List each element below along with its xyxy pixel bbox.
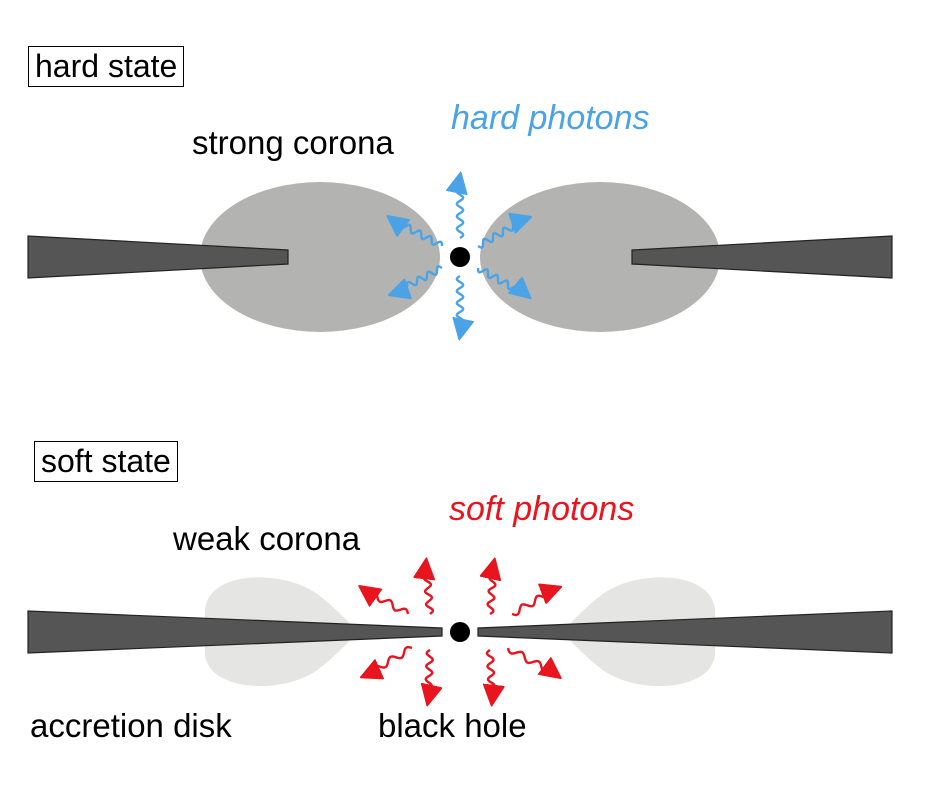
- accretion-disk-label: accretion disk: [30, 707, 232, 744]
- hard-photon-arrow-2: [457, 274, 463, 336]
- accretion-disk-soft-left: [27, 610, 443, 654]
- hard-state-label: hard state: [28, 46, 185, 87]
- weak-corona-label: weak corona: [173, 520, 361, 557]
- soft-state-label: soft state: [34, 441, 178, 482]
- soft-photon-arrow-6: [364, 646, 413, 676]
- hard-photon-arrow-6: [476, 267, 528, 296]
- hard-photons-label: hard photons: [451, 99, 650, 137]
- hard-photon-arrow-4: [392, 265, 443, 294]
- strong-corona-label: strong corona: [192, 124, 394, 161]
- hard-photon-arrow-3: [390, 218, 444, 247]
- soft-photon-arrow-1: [424, 562, 433, 615]
- hard-state-panel: [27, 176, 893, 336]
- soft-state-panel: [27, 562, 893, 702]
- soft-photon-arrow-2: [488, 562, 497, 616]
- black-hole-soft: [450, 622, 470, 642]
- accretion-disk-hard-right: [631, 235, 893, 279]
- accretion-disk-hard-left: [27, 235, 289, 279]
- soft-photon-arrow-3: [425, 648, 433, 702]
- accretion-disk-soft-right: [477, 610, 893, 654]
- soft-photon-arrows: [362, 562, 558, 702]
- hard-photon-arrow-1: [457, 176, 463, 240]
- soft-photon-arrow-5: [362, 588, 410, 615]
- soft-photon-arrow-8: [506, 647, 558, 676]
- black-hole-hard: [450, 247, 470, 267]
- soft-photons-label: soft photons: [449, 490, 635, 528]
- strong-corona-right: [480, 182, 720, 332]
- hard-photon-arrow-5: [477, 218, 528, 249]
- soft-photon-arrow-7: [511, 588, 558, 617]
- strong-corona-left: [200, 182, 440, 332]
- soft-photon-arrow-4: [487, 649, 495, 702]
- hard-photon-arrows: [390, 176, 528, 336]
- black-hole-label: black hole: [378, 707, 527, 744]
